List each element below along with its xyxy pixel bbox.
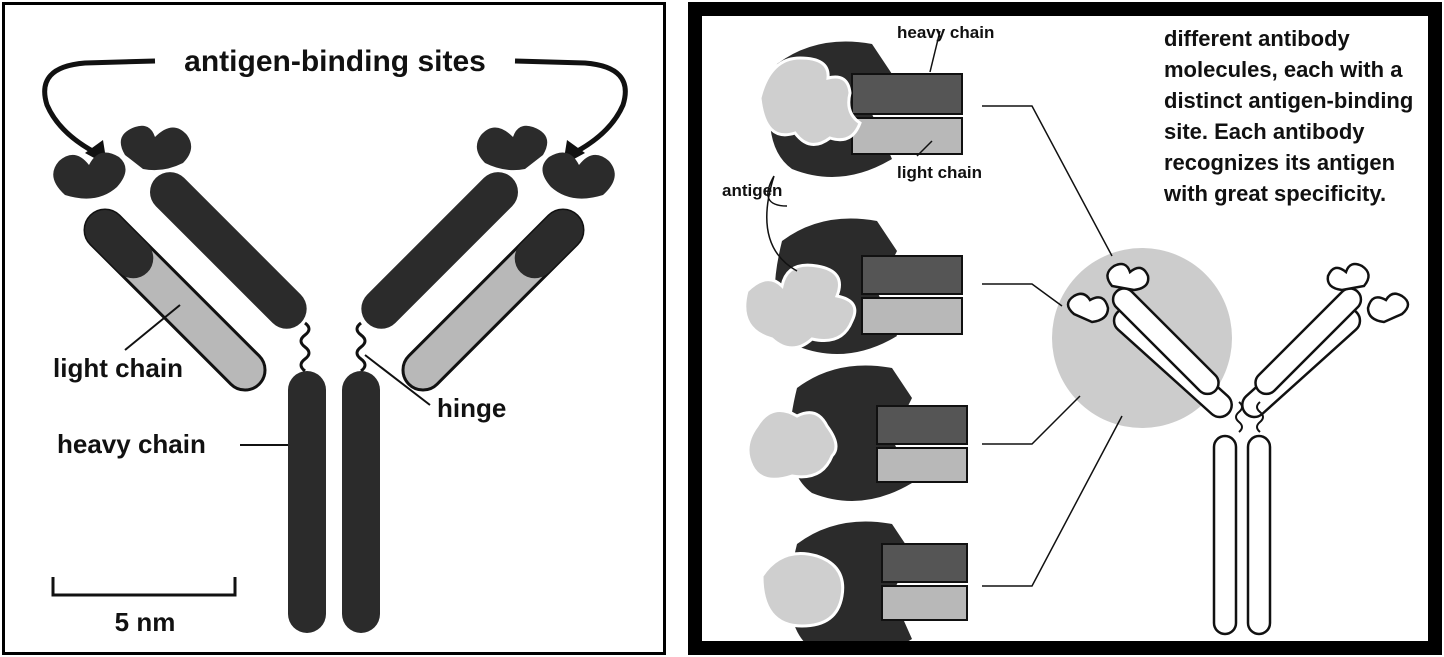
light-chain-label-right: light chain <box>897 163 982 182</box>
light-chain-leader <box>125 305 180 350</box>
description-line-6: with great specificity. <box>1163 181 1386 206</box>
antibody-diversity-panel: heavy chain light chain antigen differen… <box>688 2 1442 655</box>
scale-bar <box>53 577 235 595</box>
heavy-chain-label: heavy chain <box>57 429 206 459</box>
connector-line-4 <box>982 416 1122 586</box>
hinge-left-squiggle <box>301 323 309 371</box>
fab-fragment-1 <box>760 42 962 178</box>
antigen-binding-sites-label: antigen-binding sites <box>184 45 486 78</box>
antigen-label: antigen <box>722 181 782 200</box>
antibody-structure-panel: antigen-binding sites <box>2 2 666 655</box>
fab-fragment-3 <box>748 366 967 502</box>
description-line-4: site. Each antibody <box>1164 119 1365 144</box>
stem-heavy-chain-right <box>342 371 380 633</box>
description-line-2: molecules, each with a <box>1164 57 1403 82</box>
hinge-label: hinge <box>437 393 506 423</box>
left-heavy-variable-domain <box>121 126 191 170</box>
connector-line-1 <box>982 106 1112 256</box>
description-line-1: different antibody <box>1164 26 1351 51</box>
scale-bar-label: 5 nm <box>115 607 176 637</box>
fab-fragment-4 <box>762 522 967 642</box>
left-light-variable-domain <box>53 153 125 199</box>
outline-antibody <box>1068 264 1408 634</box>
light-chain-label: light chain <box>53 353 183 383</box>
description-line-5: recognizes its antigen <box>1164 150 1395 175</box>
right-light-variable-domain <box>542 153 614 199</box>
right-heavy-variable-domain <box>477 126 547 170</box>
antibody-structure-diagram: antigen-binding sites <box>5 5 663 652</box>
antibody-diversity-diagram: heavy chain light chain antigen differen… <box>702 16 1428 641</box>
stem-heavy-chain-left <box>288 371 326 633</box>
outline-hinge-left <box>1236 402 1242 432</box>
right-arm-light-chain <box>395 202 592 399</box>
hinge-right-squiggle <box>357 323 365 371</box>
heavy-chain-label-right: heavy chain <box>897 23 994 42</box>
connector-line-3 <box>982 396 1080 444</box>
fab-fragment-2 <box>745 219 962 355</box>
connector-line-2 <box>982 284 1062 306</box>
description-line-3: distinct antigen-binding <box>1164 88 1413 113</box>
description-text: different antibody molecules, each with … <box>1163 26 1413 206</box>
